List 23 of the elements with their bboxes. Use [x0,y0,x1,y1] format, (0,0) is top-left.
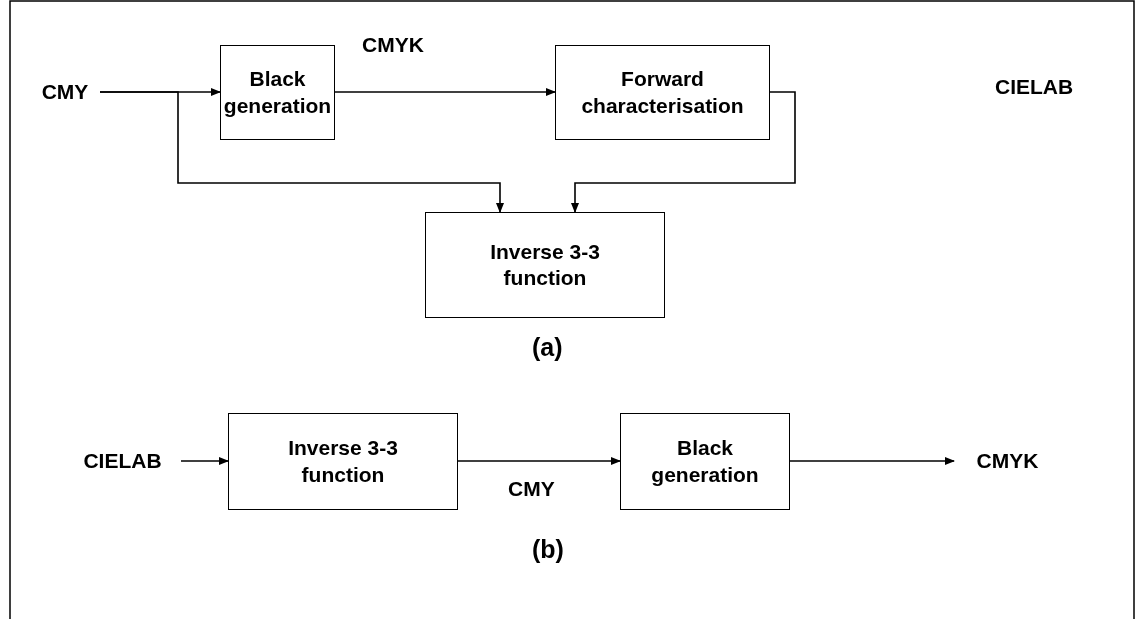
process-label: Inverse 3-3 function [489,238,601,291]
arrow [457,457,621,465]
arrow [334,88,556,96]
process-label: Inverse 3-3 function [287,435,399,488]
arrow [180,457,229,465]
arrow [99,91,504,213]
signal-label: CMY [30,75,100,109]
process-box [555,45,770,140]
arrow [789,457,955,465]
signal-label: CIELAB [995,75,1074,99]
process-box [220,45,335,140]
signal-label: CIELAB [70,444,175,478]
process-box [228,413,458,510]
process-label: Forward characterisation [580,66,745,119]
edge-label: CMY [508,477,555,501]
process-label: Black generation [222,66,333,119]
process-box [620,413,790,510]
panel-caption: (b) [532,535,564,564]
panel-caption: (a) [532,333,563,362]
process-box [425,212,665,318]
signal-label: CMYK [960,444,1055,478]
process-label: Black generation [650,435,760,488]
edge-label: CMYK [362,33,424,57]
